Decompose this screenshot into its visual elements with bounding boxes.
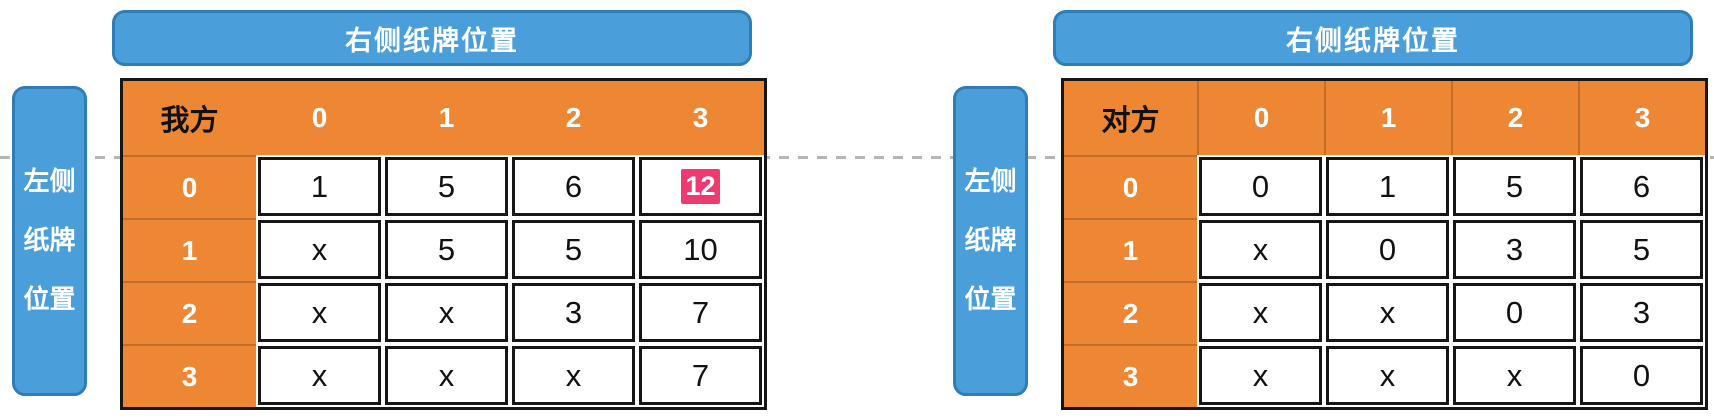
side-header-line: 纸牌 <box>964 225 1017 256</box>
side-header-line: 纸牌 <box>23 225 76 256</box>
matrix-col-header: 2 <box>1451 81 1578 155</box>
matrix-cell: x <box>512 346 635 405</box>
matrix-cell: x <box>258 220 381 279</box>
matrix-cell: x <box>258 346 381 405</box>
matrix-row-header: 3 <box>123 344 256 407</box>
matrix-row-header: 0 <box>1064 155 1197 218</box>
matrix-cell: 6 <box>512 157 635 216</box>
matrix-cell: 3 <box>1580 283 1703 342</box>
top-header-pill: 右侧纸牌位置 <box>112 10 752 66</box>
matrix-cell: 1 <box>1326 157 1449 216</box>
highlighted-value-badge: 12 <box>681 169 720 204</box>
side-header-line: 左侧 <box>23 166 76 197</box>
matrix-cell: 5 <box>1453 157 1576 216</box>
matrix-col-header: 3 <box>637 81 764 155</box>
side-header-line: 左侧 <box>964 166 1017 197</box>
matrix-col-header: 3 <box>1578 81 1705 155</box>
matrix-col-header: 1 <box>383 81 510 155</box>
matrix-cell: x <box>1453 346 1576 405</box>
top-header-pill: 右侧纸牌位置 <box>1053 10 1693 66</box>
matrix-corner-label: 我方 <box>123 81 256 155</box>
matrix-cell: 0 <box>1199 157 1322 216</box>
matrix-cell: 6 <box>1580 157 1703 216</box>
matrix-row-header: 0 <box>123 155 256 218</box>
matrix-col-header: 1 <box>1324 81 1451 155</box>
matrix-cell: 7 <box>639 283 762 342</box>
side-header-line: 位置 <box>964 283 1017 314</box>
matrix-cell: 5 <box>1580 220 1703 279</box>
matrix-cell: x <box>1326 346 1449 405</box>
matrix-col-header: 0 <box>1197 81 1324 155</box>
matrix-cell: x <box>385 283 508 342</box>
matrix-col-header: 0 <box>256 81 383 155</box>
matrix-row-header: 2 <box>123 281 256 344</box>
matrix-corner-label: 对方 <box>1064 81 1197 155</box>
matrix-row-header: 1 <box>1064 218 1197 281</box>
matrix-cell: 0 <box>1453 283 1576 342</box>
horizontal-dashed-divider <box>0 156 1714 159</box>
side-header-pill: 左侧 纸牌 位置 <box>12 86 87 396</box>
matrix-col-header: 2 <box>510 81 637 155</box>
top-header-label: 右侧纸牌位置 <box>345 25 519 56</box>
matrix-cell: 5 <box>385 157 508 216</box>
matrix-cell: 7 <box>639 346 762 405</box>
matrix-cell: x <box>1199 283 1322 342</box>
matrix-cell: x <box>1199 220 1322 279</box>
matrix-cell: 0 <box>1326 220 1449 279</box>
top-header-label: 右侧纸牌位置 <box>1286 25 1460 56</box>
matrix-cell: x <box>385 346 508 405</box>
matrix-cell: 12 <box>639 157 762 216</box>
matrix-cell: 10 <box>639 220 762 279</box>
matrix-cell: 0 <box>1580 346 1703 405</box>
matrix-cell: x <box>1326 283 1449 342</box>
matrix-row-header: 2 <box>1064 281 1197 344</box>
matrix-row-header: 3 <box>1064 344 1197 407</box>
matrix-cell: x <box>258 283 381 342</box>
matrix-cell: 5 <box>512 220 635 279</box>
side-header-line: 位置 <box>23 283 76 314</box>
matrix-cell: 3 <box>1453 220 1576 279</box>
side-header-pill: 左侧 纸牌 位置 <box>953 86 1028 396</box>
matrix-cell: 1 <box>258 157 381 216</box>
matrix-cell: 5 <box>385 220 508 279</box>
matrix-cell: 3 <box>512 283 635 342</box>
matrix-row-header: 1 <box>123 218 256 281</box>
matrix-cell: x <box>1199 346 1322 405</box>
